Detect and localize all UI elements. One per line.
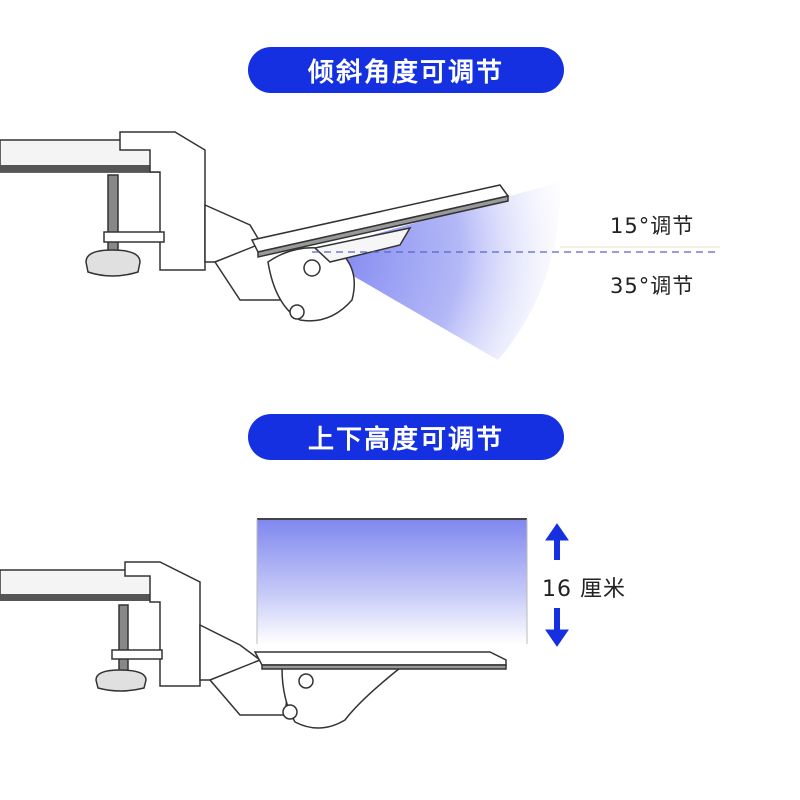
armrest-tray-tilted: [250, 184, 510, 263]
tilt-title: 倾斜角度可调节: [307, 57, 504, 88]
support-arm-2: [199, 623, 403, 729]
height-range-fill: [257, 520, 527, 644]
lower-angle-label: 35°调节: [610, 274, 695, 298]
armrest-tray-flat: [253, 651, 507, 670]
desk-clamp-2: [95, 561, 201, 692]
height-range-label: 16 厘米: [542, 577, 626, 602]
tilt-illustration: [0, 131, 720, 360]
height-title-badge: 上下高度可调节: [248, 414, 564, 460]
tilt-angle-sweep: [312, 182, 561, 360]
height-illustration: [0, 518, 569, 729]
double-headed-vertical-arrow-icon: [545, 523, 569, 647]
height-title: 上下高度可调节: [307, 424, 504, 455]
tilt-title-badge: 倾斜角度可调节: [248, 47, 564, 93]
upper-angle-label: 15°调节: [610, 214, 695, 238]
desk-clamp: [85, 131, 206, 277]
